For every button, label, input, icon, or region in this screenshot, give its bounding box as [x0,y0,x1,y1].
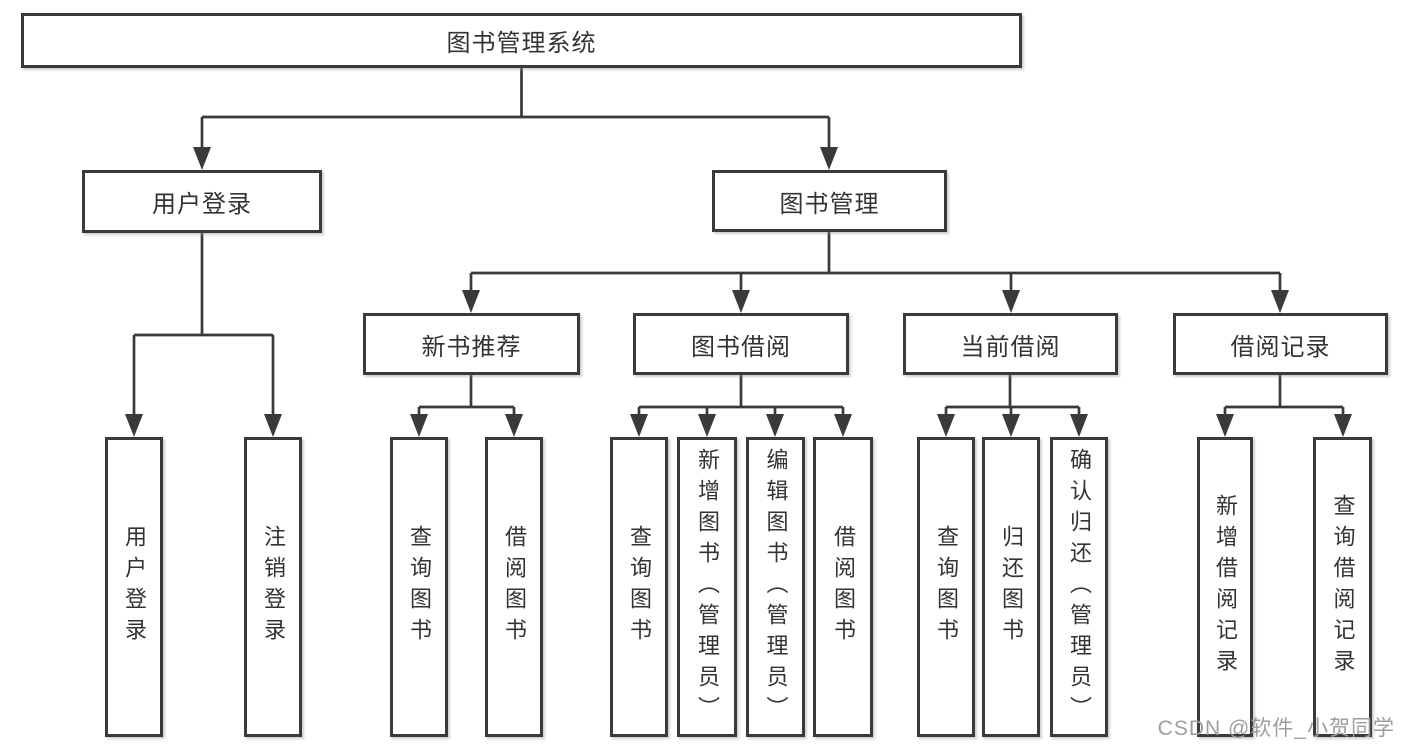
leaf-borrow-books: 借阅图书 [813,437,873,737]
leaf-recommend-borrow-books: 借阅图书 [485,437,543,737]
leaf-edit-books-admin: 编辑图书（管理员） [746,437,805,737]
node-user-login: 用户登录 [82,170,322,233]
leaf-user-login: 用户登录 [105,437,163,737]
leaf-query-borrow-record: 查询借阅记录 [1313,437,1372,737]
leaf-recommend-query-books: 查询图书 [390,437,448,737]
leaf-borrowing-query-books: 查询图书 [610,437,668,737]
csdn-watermark: CSDN @软件_小贺同学 [1157,717,1395,740]
leaf-return-books: 归还图书 [982,437,1040,737]
node-new-book-recommendation: 新书推荐 [363,313,580,375]
node-borrowing-records: 借阅记录 [1173,313,1388,375]
leaf-add-borrow-record: 新增借阅记录 [1197,437,1253,737]
leaf-add-books-admin: 新增图书（管理员） [677,437,737,737]
leaf-logout: 注销登录 [244,437,302,737]
node-book-borrowing: 图书借阅 [633,313,849,375]
node-root: 图书管理系统 [21,13,1022,68]
leaf-confirm-return-admin: 确认归还（管理员） [1050,437,1108,737]
node-current-borrowing: 当前借阅 [903,313,1118,375]
leaf-current-query-books: 查询图书 [917,437,975,737]
node-book-management: 图书管理 [712,170,947,232]
